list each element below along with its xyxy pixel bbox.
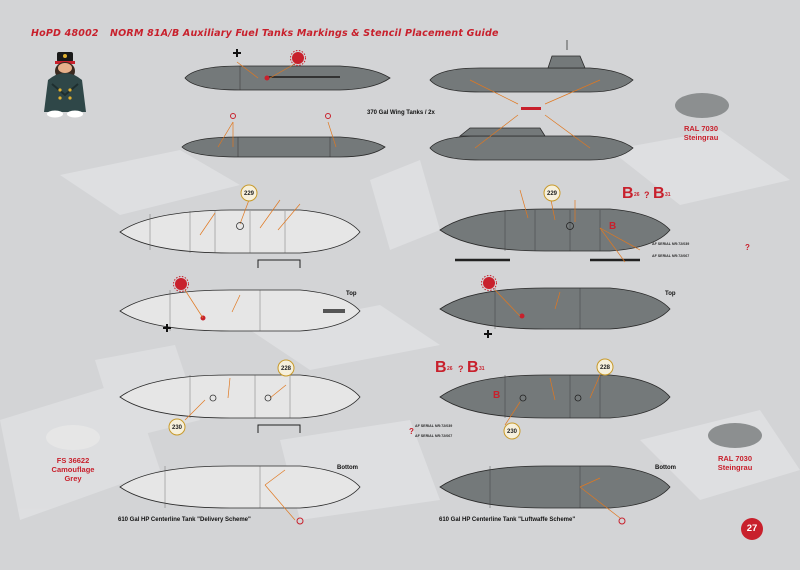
color-swatch-ral7030-bottom [708,423,762,448]
wing-tanks-caption: 370 Gal Wing Tanks / 2x [367,110,435,116]
wing-tank-right-bottom [429,127,634,161]
delivery-scheme-caption: 610 Gal HP Centerline Tank "Delivery Sch… [118,517,251,523]
serial-stencils: AF SERIAL NR:72/039 AF SERIAL NR:72/067 … [415,242,689,438]
svg-text:?: ? [745,243,750,252]
code-letter-b: B [653,185,665,202]
color-swatch-ral7030-top [675,93,729,118]
centerline-tank-delivery-top [119,289,361,332]
centerline-tank-delivery-side-2 [119,374,361,419]
centerline-tank-luftwaffe-side-1 [439,208,671,252]
color-swatch-fs36622 [46,425,100,450]
code-letter-b: B [467,359,479,376]
svg-text:26: 26 [447,366,453,372]
svg-text:AF SERIAL NR:72/067: AF SERIAL NR:72/067 [652,254,689,258]
page-number: 27 [741,518,763,540]
code-letters: B 26 ? B 31 B ? B 26 ? B 31 B ? [409,185,750,436]
product-code: HoPD 48002 [31,28,99,39]
svg-text:?: ? [644,190,650,200]
callout-number: 229 [244,191,255,197]
callout-number: 228 [600,365,611,371]
svg-text:B: B [493,390,500,401]
svg-text:?: ? [458,364,464,374]
view-label-bottom: Bottom [337,465,358,471]
callout-number: 230 [507,429,518,435]
wing-tank-left-top [184,65,391,91]
svg-text:26: 26 [634,192,640,198]
mascot-illustration [44,52,86,118]
view-label-bottom: Bottom [655,465,676,471]
centerline-tank-delivery-side-1 [119,209,361,254]
centerline-tank-delivery-bottom [119,465,361,509]
svg-text:31: 31 [665,192,671,198]
svg-text:B: B [609,221,616,232]
national-insignia [163,49,626,525]
swatch-label: RAL 7030 Steingrau [717,454,753,472]
background-watermark [0,130,800,520]
code-letter-b: B [435,359,447,376]
swatch-label: RAL 7030 Steingrau [683,124,719,142]
stencil-number-callouts [168,184,614,440]
callout-number: 230 [172,425,183,431]
luftwaffe-scheme-caption: 610 Gal HP Centerline Tank "Luftwaffe Sc… [439,517,576,523]
svg-text:?: ? [409,427,414,436]
view-label-top: Top [665,291,676,297]
view-label-top: Top [346,291,357,297]
wing-tank-left-bottom [181,136,386,158]
callout-number: 229 [547,191,558,197]
centerline-tank-luftwaffe-side-2 [439,374,671,419]
svg-text:AF SERIAL NR:72/067: AF SERIAL NR:72/067 [415,434,452,438]
callout-number: 228 [281,366,292,372]
wing-tank-right-top [429,40,634,93]
alignment-brackets [257,259,301,433]
swatch-label: FS 36622 Camouflage Grey [51,456,95,483]
centerline-tank-luftwaffe-bottom [439,465,671,509]
svg-text:AF SERIAL NR:72/039: AF SERIAL NR:72/039 [415,424,452,428]
code-letter-b: B [622,185,634,202]
svg-text:31: 31 [479,366,485,372]
stencil-leader-lines [184,61,641,521]
page-title: NORM 81A/B Auxiliary Fuel Tanks Markings… [110,28,499,39]
svg-text:AF SERIAL NR:72/039: AF SERIAL NR:72/039 [652,242,689,246]
